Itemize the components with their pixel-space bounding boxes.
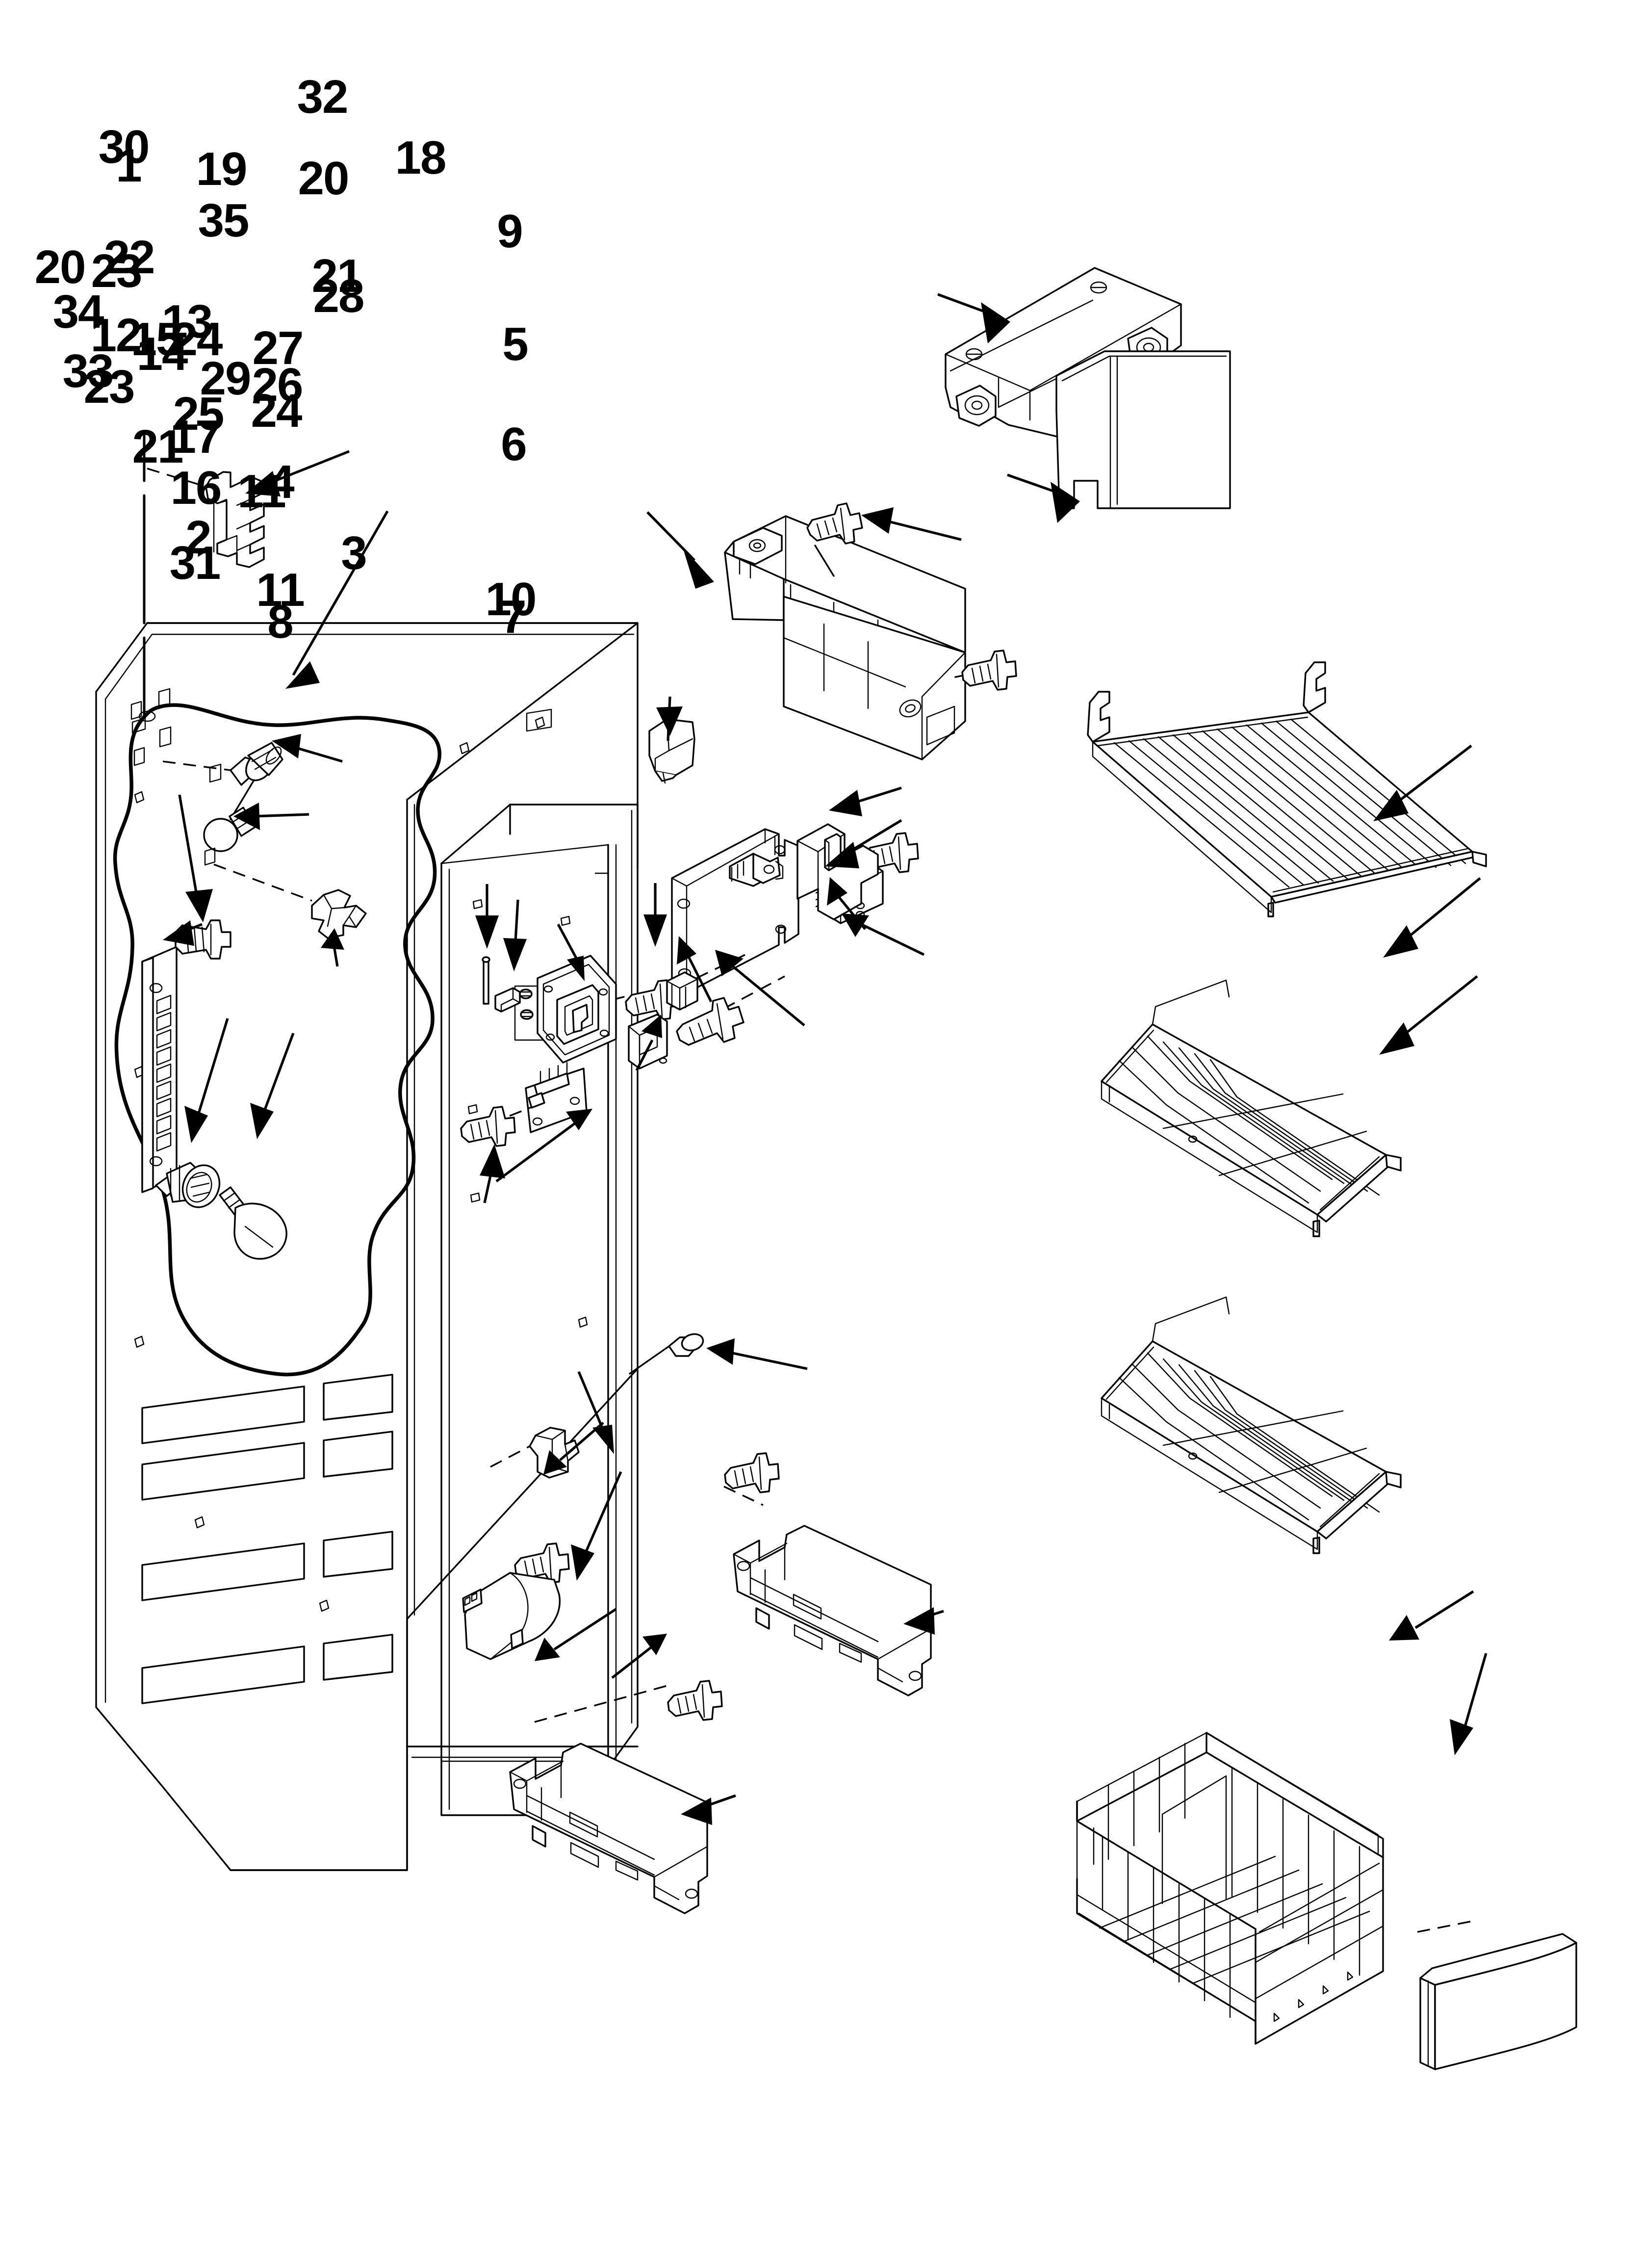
callout-wire-shelf-full-width[interactable]: 9 [497, 205, 523, 258]
part-22-light-socket-upper-art [162, 742, 283, 786]
part-12-shelf-retainer-clip-art [204, 847, 367, 939]
part-9-wire-shelf-full-width-art [1087, 661, 1487, 917]
callout-wire-connector-clip[interactable]: 16 [170, 462, 222, 514]
callout-shelf-support-rail-left[interactable]: 8 [267, 596, 293, 648]
callout-air-duct-cover[interactable]: 18 [395, 131, 447, 184]
callout-light-socket-upper[interactable]: 22 [103, 231, 155, 284]
part-19-damper-housing-art [724, 515, 966, 760]
callout-light-switch[interactable]: 17 [170, 411, 222, 463]
callout-wire-shelf-cantilever-upper[interactable]: 5 [502, 318, 528, 370]
callout-screw[interactable]: 11 [237, 465, 286, 518]
callout-latch-actuator[interactable]: 14 [136, 328, 188, 380]
part-6-wire-shelf-cantilever-lower-art [1101, 1296, 1402, 1554]
part-27-control-bracket-art [796, 823, 879, 920]
callout-shelf-support-rail-right[interactable]: 3 [341, 527, 367, 579]
callout-light-switch-housing[interactable]: 13 [161, 295, 213, 348]
callout-screw[interactable]: 21 [311, 250, 363, 302]
callout-grommet-plug[interactable]: 4 [268, 456, 294, 508]
part-7-basket-front-panel-art [1417, 1920, 1577, 2070]
callout-light-bulb[interactable]: 23 [91, 245, 143, 297]
callout-shelf-ladder-support[interactable]: 34 [52, 286, 104, 338]
part-20-screw-damper-lower-art [954, 650, 1017, 691]
callout-thermostat-control[interactable]: 28 [313, 270, 365, 322]
callout-wire-clip[interactable]: 35 [198, 194, 250, 247]
callout-spacer-bushing[interactable]: 29 [200, 352, 252, 405]
callout-light-shield-cover[interactable]: 31 [169, 537, 221, 589]
part-23-light-bulb-lower-art [219, 1186, 287, 1260]
callout-control-bracket[interactable]: 27 [252, 322, 304, 374]
part-31-light-shield-cover-art [462, 1572, 561, 1660]
liner-mounting-dimples [134, 716, 588, 1612]
part-26-control-box-cover-art [671, 828, 799, 994]
callout-screw[interactable]: 24 [171, 313, 223, 365]
callout-light-bulb[interactable]: 23 [83, 361, 135, 413]
part-20-screw-damper-upper-art [806, 502, 863, 577]
callout-damper-housing[interactable]: 19 [196, 143, 248, 195]
callout-screw[interactable]: 11 [256, 564, 305, 616]
part-15-pin-art [482, 956, 490, 1005]
callout-leaders [163, 293, 1488, 1825]
callout-light-socket-lower[interactable]: 33 [62, 345, 114, 397]
callout-control-box-cover[interactable]: 26 [252, 359, 304, 411]
part-33-light-socket-lower-art [155, 1162, 221, 1208]
callout-basket-front-panel[interactable]: 7 [500, 591, 526, 643]
callout-wire-shelf-cantilever-lower[interactable]: 6 [501, 418, 527, 470]
part-30-shelf-support-clip-art [143, 430, 265, 718]
part-18-air-duct-cover-art [1055, 350, 1231, 509]
part-10-freezer-wire-basket-art [1076, 1732, 1384, 2045]
callout-ice-chute-housing[interactable]: 32 [297, 71, 349, 123]
liner-detail-balloon [113, 703, 441, 1377]
callout-light-lens-cap[interactable]: 25 [173, 388, 225, 440]
callout-screw[interactable]: 2 [185, 511, 211, 564]
part-21-screw-mid-art [460, 1106, 516, 1147]
callout-cabinet-liner[interactable]: 1 [116, 139, 142, 192]
part-1-cabinet-liner-art [95, 622, 639, 1871]
liner-vent-slots [141, 1374, 393, 1704]
part-11-screw-lower-art [667, 1680, 723, 1721]
part-14-latch-actuator-art [494, 987, 534, 1020]
callout-shelf-support-clip[interactable]: 30 [98, 121, 150, 173]
callout-screw[interactable]: 21 [132, 420, 184, 473]
callout-freezer-wire-basket[interactable]: 10 [485, 573, 537, 626]
part-8-shelf-support-rail-left-art [509, 1684, 708, 1914]
part-34-shelf-ladder-support-art [141, 946, 178, 1193]
part-24-screw-control-art [676, 975, 785, 1046]
callout-screw[interactable]: 24 [251, 385, 303, 437]
callout-screw[interactable]: 20 [34, 241, 86, 293]
part-4-grommet-plug-art [629, 1333, 704, 1375]
part-13-light-switch-housing-art [537, 955, 617, 1064]
callout-pin[interactable]: 15 [130, 313, 182, 365]
part-11-screw-upper-art [723, 1452, 780, 1506]
callout-shelf-retainer-clip[interactable]: 12 [90, 309, 142, 362]
part-16-wire-connector-clip-art [490, 1427, 580, 1479]
callout-screw[interactable]: 20 [298, 152, 350, 205]
part-5-wire-shelf-cantilever-upper-art [1101, 979, 1402, 1237]
part-3-shelf-support-rail-right-art [733, 1525, 932, 1696]
